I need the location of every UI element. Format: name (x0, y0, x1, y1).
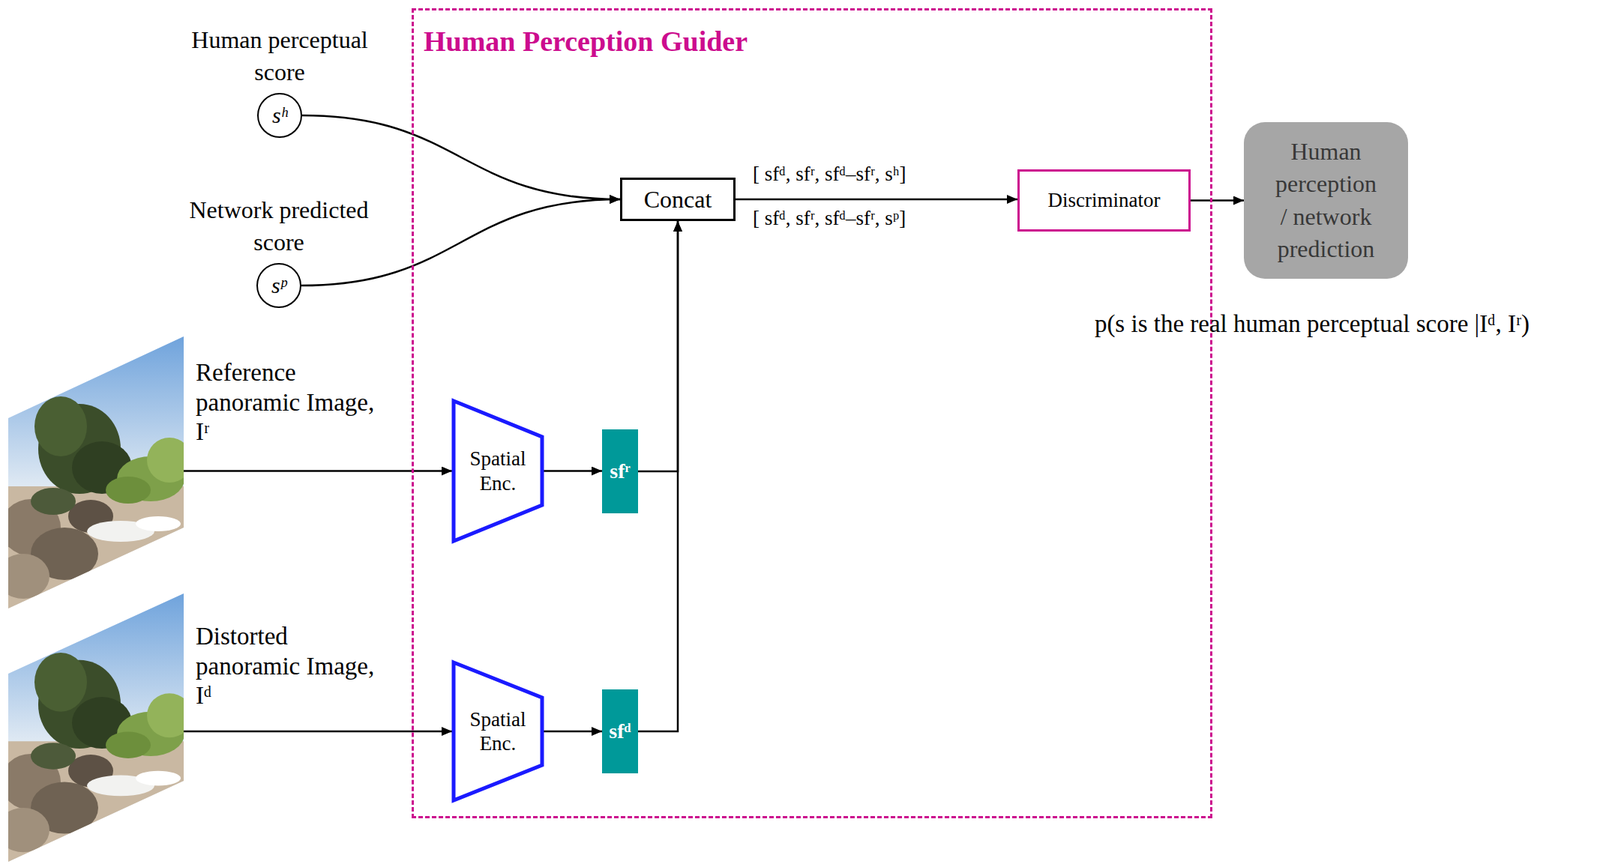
feature-block: sfᵈ (602, 689, 639, 774)
score-circle: Human perceptual scoresʰ (257, 92, 303, 138)
dashed-region: ConcatDiscriminatorSpatial Enc.sfʳSpatia… (411, 8, 1213, 819)
output-label: Human perception / network prediction (1273, 135, 1380, 266)
score-heading: Network predicted score (170, 194, 388, 259)
panorama-image: Distorted panoramic Image, Iᵈ (8, 593, 184, 863)
arrow-connector (638, 221, 678, 472)
encoder-label: Spatial Enc. (460, 707, 536, 757)
box-label: Concat (644, 185, 713, 214)
feature-vector-label: [ sfᵈ, sfʳ, sfᵈ–sfʳ, sʰ] (752, 162, 906, 186)
feature-label: sfʳ (609, 459, 630, 484)
trapezoid-outline (452, 399, 544, 543)
arrow-connector (735, 198, 1018, 201)
encoder-label: Spatial Enc. (460, 446, 536, 496)
feature-vector-label: [ sfᵈ, sfʳ, sfᵈ–sfʳ, sᵖ] (752, 206, 906, 231)
panorama-image: Reference panoramic Image, Iʳ (8, 336, 184, 609)
feature-block: sfʳ (602, 429, 639, 514)
score-circle: Network predicted scoresᵖ (256, 263, 302, 309)
probability-note: p(s is the real human perceptual score |… (1094, 310, 1530, 339)
panorama-picture (8, 336, 184, 609)
arrow-connector (543, 470, 603, 473)
encoder-trapezoid: Spatial Enc. (452, 661, 544, 803)
image-caption: Distorted panoramic Image, Iᵈ (195, 622, 387, 712)
arrow-connector (302, 115, 621, 200)
score-symbol: sᵖ (271, 272, 287, 299)
image-caption: Reference panoramic Image, Iʳ (195, 358, 387, 448)
score-heading: Human perceptual score (170, 23, 389, 89)
feature-label: sfᵈ (608, 719, 631, 744)
region-heading: Human Perception Guider (423, 24, 748, 58)
box-label: Discriminator (1048, 188, 1161, 213)
arrow-connector (638, 221, 678, 732)
landscape-photo (0, 593, 192, 864)
arrow-connector (1190, 199, 1244, 202)
encoder-trapezoid: Spatial Enc. (452, 399, 544, 543)
process-box: Concat (620, 177, 736, 222)
trapezoid-outline (452, 661, 544, 803)
output-box: Human perception / network prediction (1243, 122, 1409, 279)
arrow-connector (543, 731, 603, 734)
score-symbol: sʰ (272, 102, 288, 129)
discriminator-box: Discriminator (1017, 169, 1191, 232)
panorama-picture (8, 593, 184, 863)
